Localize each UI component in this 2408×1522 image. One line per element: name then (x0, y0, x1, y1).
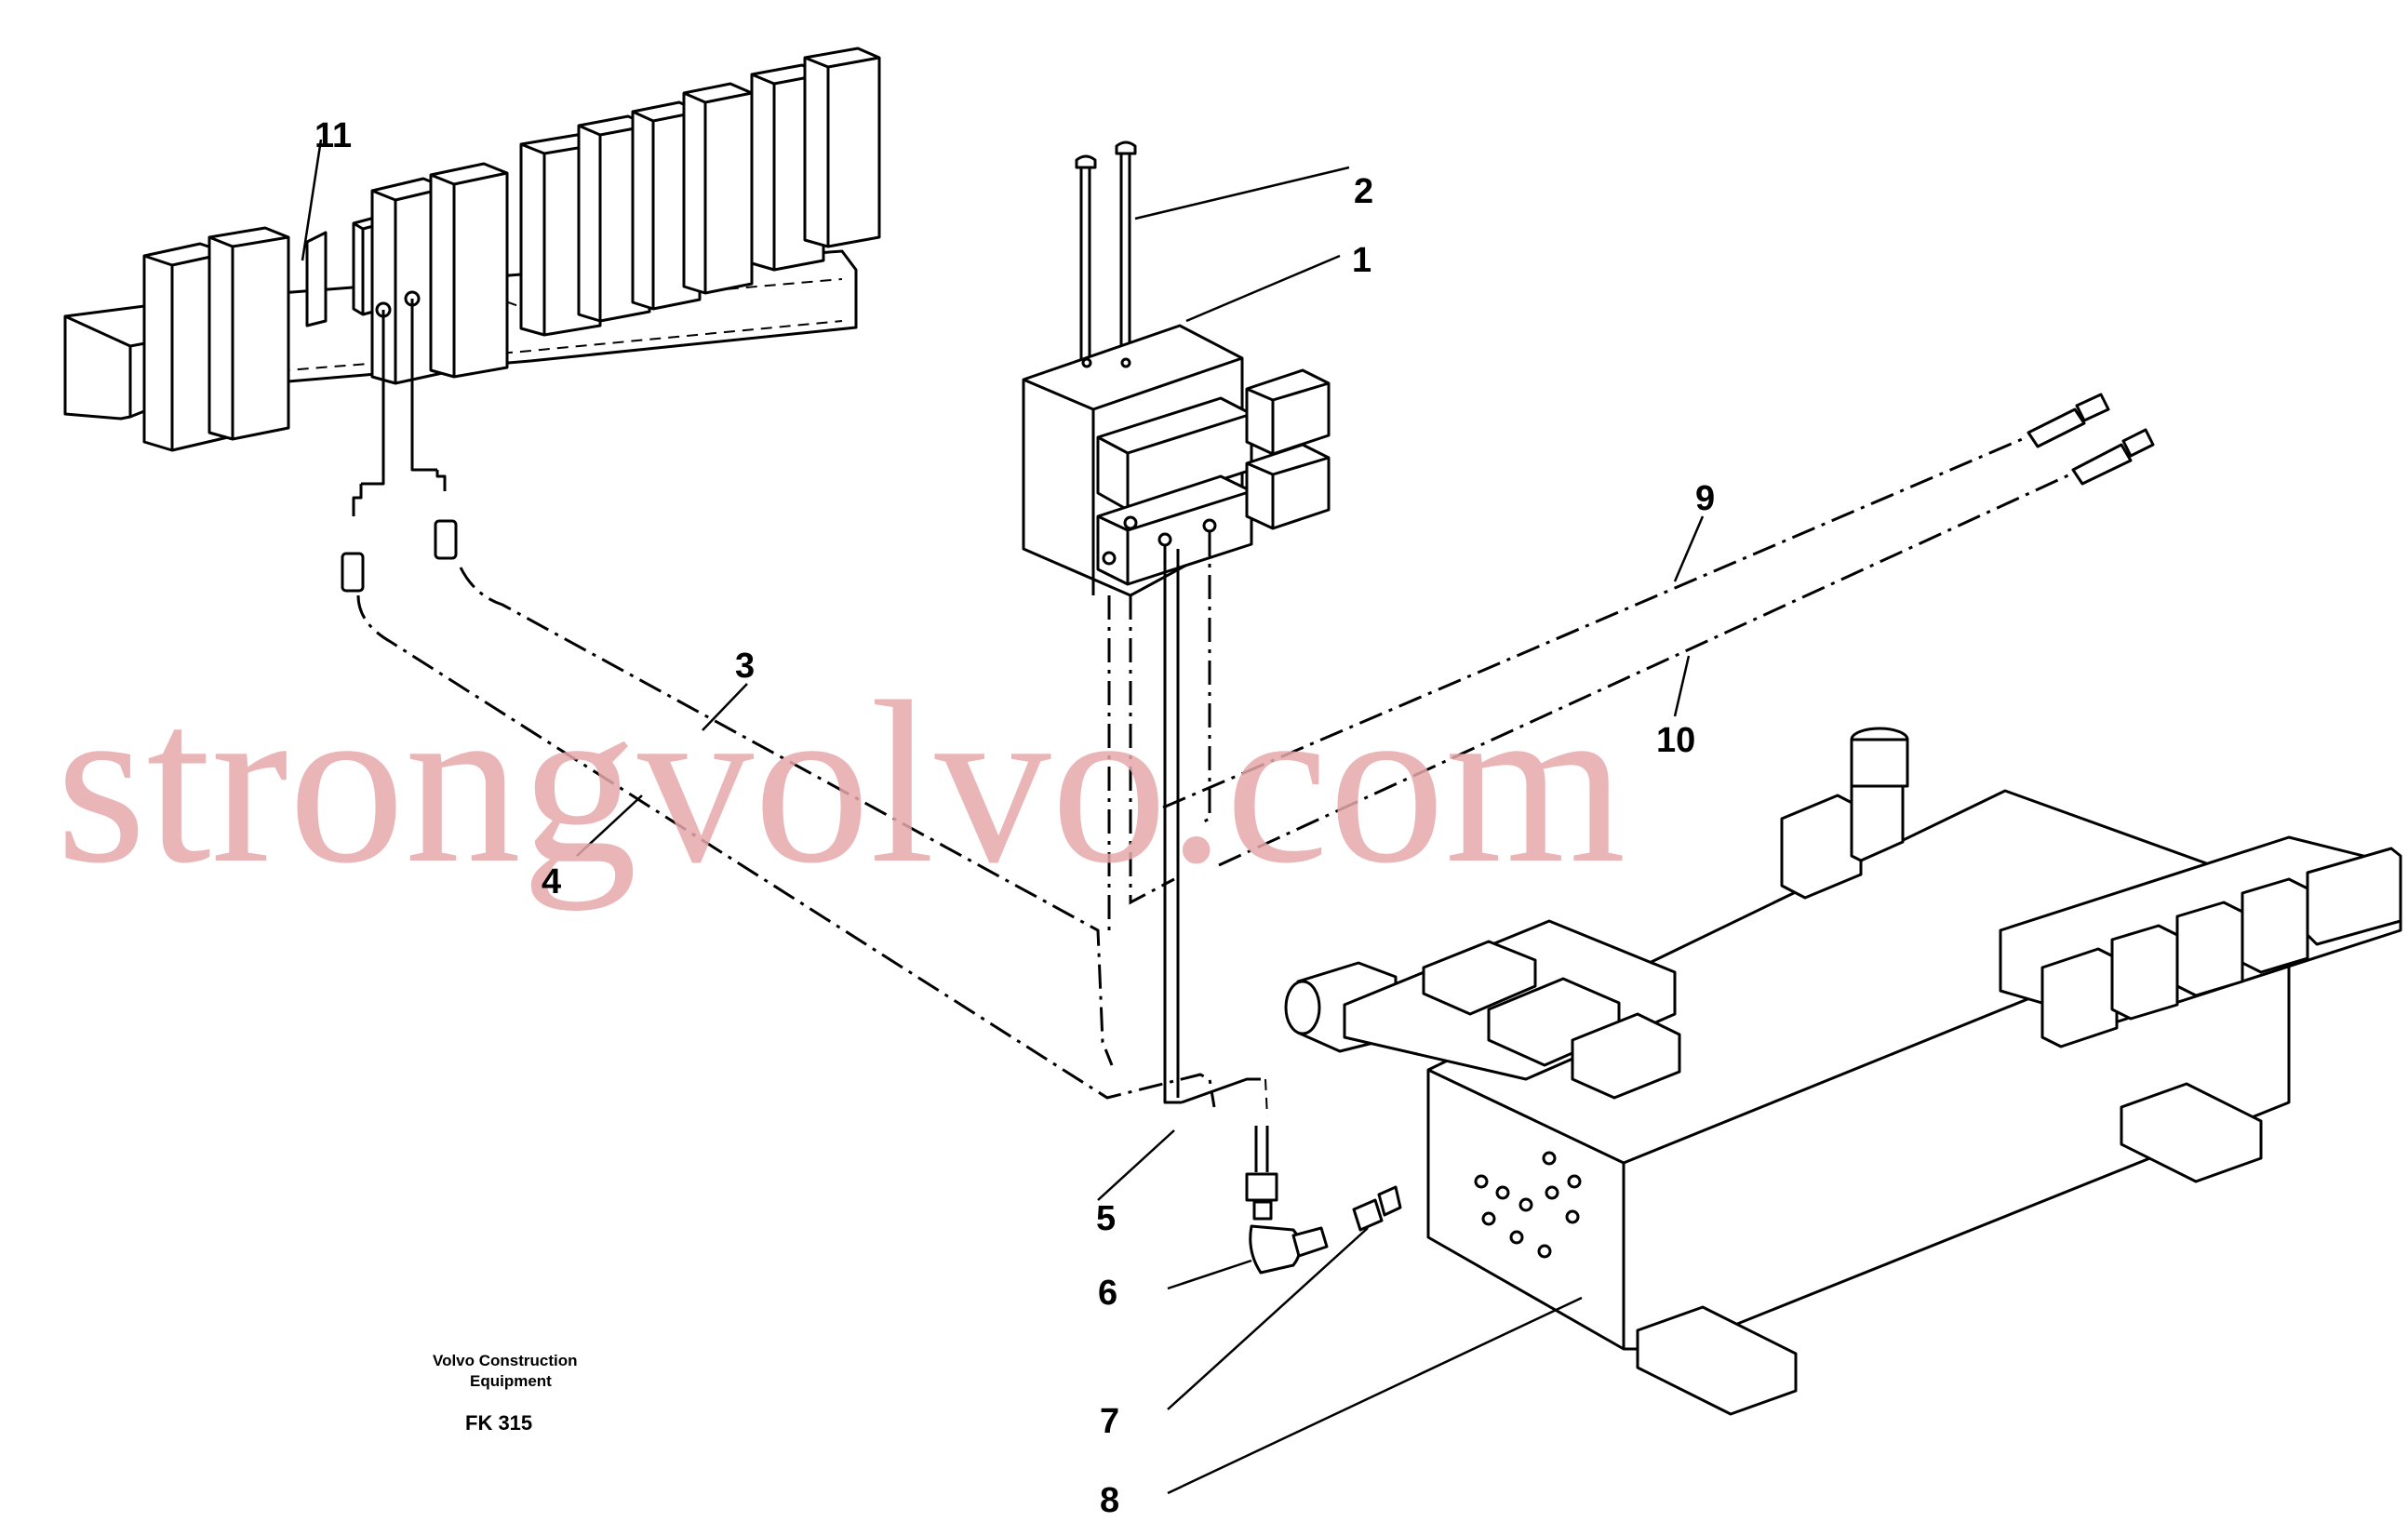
watermark-text: strongvolvo.com (56, 654, 1625, 912)
credit-line-1: Volvo Construction (433, 1352, 578, 1369)
callout-2: 2 (1354, 172, 1373, 211)
fuse-relay-strip (63, 47, 881, 452)
mounting-bolts (1075, 140, 1137, 363)
callout-1: 1 (1352, 241, 1371, 280)
hose-3 (410, 299, 1114, 1066)
callout-3: 3 (735, 647, 755, 686)
main-control-valve (1284, 727, 2402, 1416)
callout-10: 10 (1656, 721, 1695, 760)
callout-9: 9 (1695, 479, 1715, 518)
fittings (1245, 1126, 1462, 1275)
hose-9 (1162, 393, 2110, 809)
credit-line-2: Equipment (470, 1372, 552, 1390)
solenoid-valve-block (1022, 324, 1331, 597)
callout-8: 8 (1100, 1481, 1119, 1517)
callout-4: 4 (542, 862, 561, 901)
leader-lines (301, 139, 1705, 1495)
hose-4 (341, 310, 1216, 1108)
figure-code: FK 315 (465, 1411, 532, 1435)
pipes-5 (1107, 532, 1268, 1117)
callout-6: 6 (1098, 1274, 1117, 1313)
callout-5: 5 (1096, 1199, 1116, 1238)
callout-11: 11 (314, 116, 352, 155)
callout-7: 7 (1100, 1402, 1119, 1441)
hose-10 (1218, 428, 2155, 867)
